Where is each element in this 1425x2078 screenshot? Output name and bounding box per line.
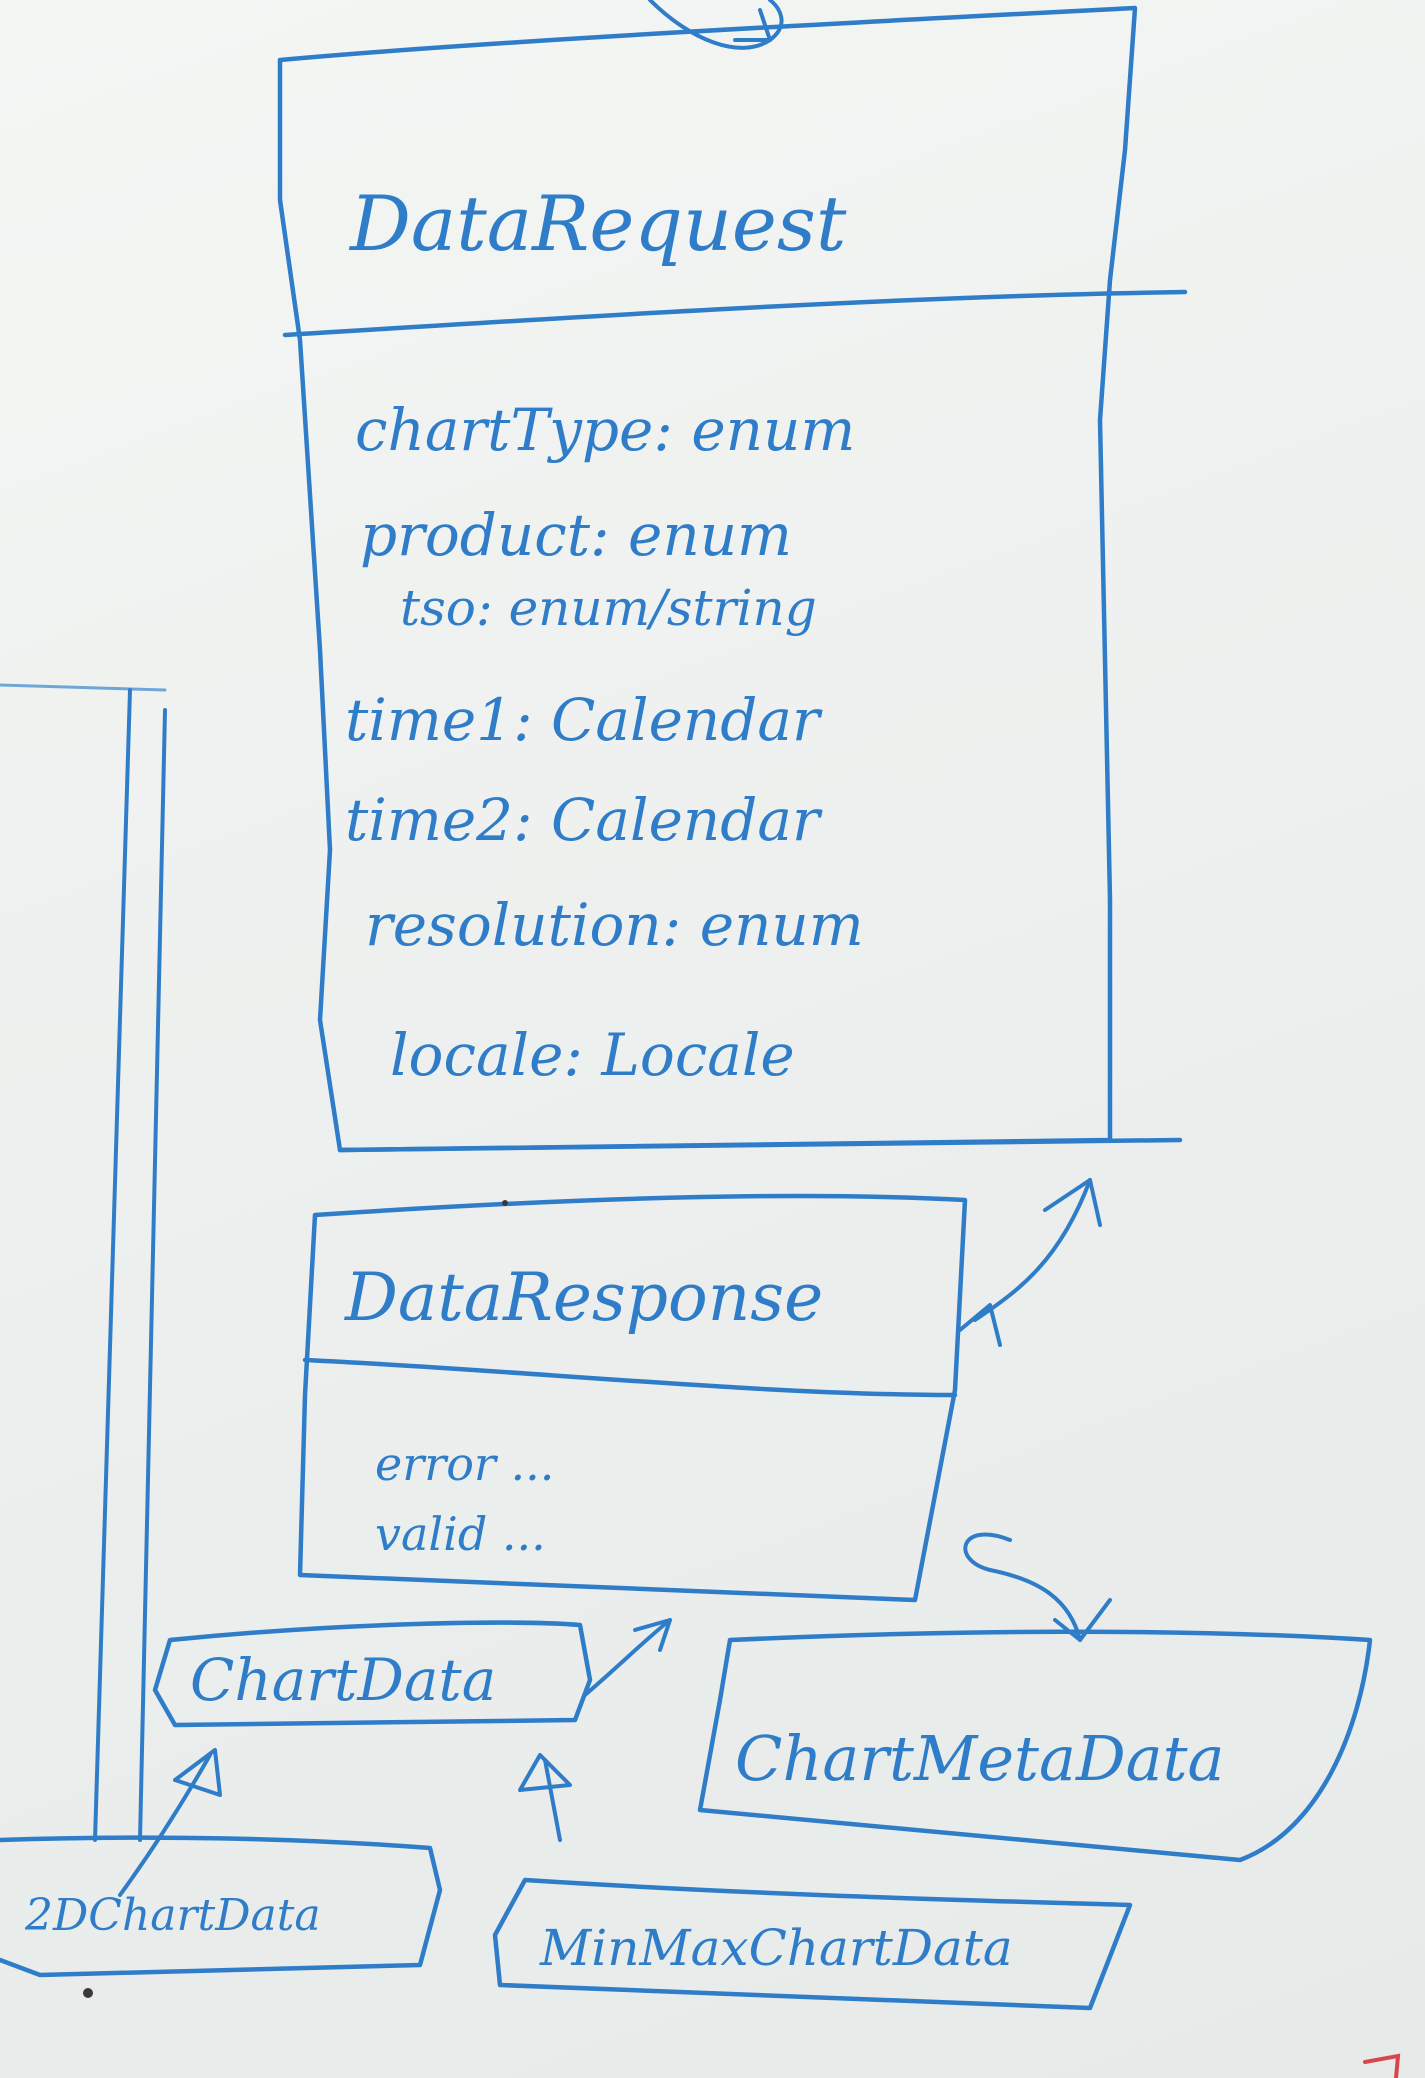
chart-meta-data-title: ChartMetaData	[735, 1722, 1225, 1795]
response-meta-hook	[963, 1532, 1082, 1642]
inherit-minmax-triangle	[518, 1753, 572, 1792]
inherit-2d-line	[118, 1753, 212, 1897]
data-response-class: DataResponse error ... valid ...	[297, 1193, 968, 1603]
top-loop-arrow	[648, 0, 784, 50]
chart-data-class: ChartData	[152, 1620, 593, 1728]
red-marker-scribble	[1363, 2053, 1401, 2078]
data-response-divider	[302, 1357, 958, 1398]
marker-dot	[502, 1200, 508, 1206]
data-request-attr-tso: tso: enum/string	[400, 579, 817, 637]
min-max-chart-data-title: MinMaxChartData	[539, 1919, 1013, 1977]
data-request-title: DataRequest	[348, 179, 847, 268]
data-request-attr-locale: locale: Locale	[390, 1021, 795, 1089]
data-request-attr-time2: time2: Calendar	[345, 786, 823, 854]
response-meta-hook-head	[1053, 1598, 1112, 1642]
data-request-attr-time1: time1: Calendar	[345, 686, 823, 754]
left-edge-frame-vertical-2	[138, 708, 167, 1842]
two-d-chart-data-outline	[0, 1835, 443, 1978]
chart-data-outline	[152, 1620, 593, 1728]
min-max-chart-data-class: MinMaxChartData	[492, 1877, 1133, 2011]
request-response-arrow-head	[1043, 1178, 1102, 1227]
left-edge-frame-top	[0, 683, 167, 692]
data-response-attr-error: error ...	[375, 1437, 554, 1491]
data-response-outline	[297, 1193, 968, 1603]
data-request-attr-chart-type: chartType: enum	[355, 396, 855, 464]
inherit-2d-triangle	[173, 1748, 222, 1797]
data-request-attr-resolution: resolution: enum	[365, 891, 864, 959]
left-edge-frame-vertical-1	[93, 688, 132, 1842]
marker-smudge	[83, 1988, 93, 1998]
data-request-title-divider	[282, 289, 1188, 338]
chart-meta-data-class: ChartMetaData	[697, 1629, 1373, 1863]
inherit-minmax-line	[543, 1758, 562, 1842]
chart-data-title: ChartData	[190, 1646, 496, 1714]
min-max-chart-data-outline	[492, 1877, 1133, 2011]
request-response-association	[973, 1178, 1092, 1322]
two-d-chart-data-title: 2DChartData	[24, 1890, 321, 1941]
chart-data-meta-arrow-head	[633, 1618, 672, 1652]
data-request-class: DataRequest chartType: enum product: enu…	[277, 5, 1188, 1153]
data-request-lower-divider	[337, 1137, 1183, 1153]
data-request-outline	[277, 5, 1138, 1153]
data-request-attr-product: product: enum	[360, 501, 792, 569]
two-d-chart-data-class: 2DChartData	[0, 1835, 443, 1978]
data-response-attr-valid: valid ...	[375, 1507, 546, 1561]
top-loop-arrow-head	[733, 8, 772, 42]
data-response-title: DataResponse	[344, 1259, 823, 1336]
request-response-marker	[958, 1303, 1002, 1347]
chart-data-meta-association	[583, 1618, 672, 1697]
chart-meta-data-outline	[697, 1629, 1373, 1863]
